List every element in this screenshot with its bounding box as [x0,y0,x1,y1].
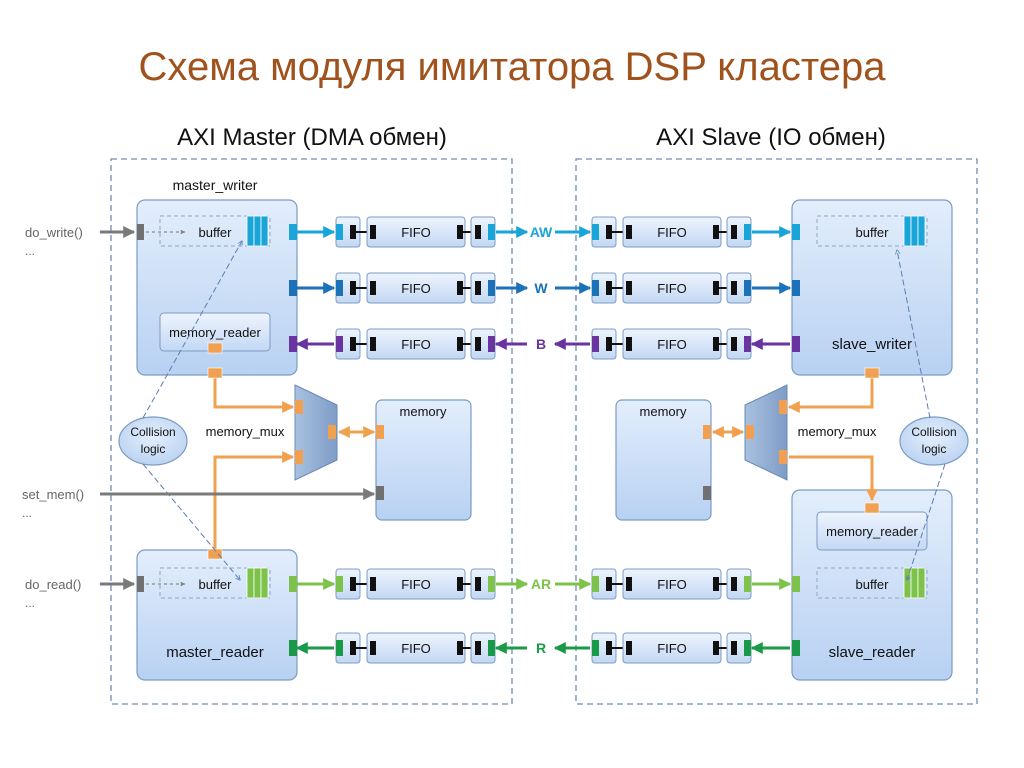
master-section-heading: AXI Master (DMA обмен) [177,124,447,151]
slave-memory-block [615,399,712,521]
master-section-frame [110,158,513,705]
slave-reader-buffer-cells [903,567,926,599]
master-memory-links [213,378,376,549]
fifo-label: FIFO [657,281,687,296]
slave-memory-label: memory [640,404,687,419]
slave-writer-label: slave_writer [832,336,912,353]
do-read-call: do_read() [25,577,81,592]
slave-writer-buffer-cells [903,215,926,247]
master-fifo-4: FIFO [335,632,496,664]
master-reader-buffer-cells [246,567,269,599]
channel-b: FIFO FIFO B [289,328,800,360]
fifo-label: FIFO [401,225,431,240]
do-write-call: do_write() [25,225,83,240]
slave-port-ar [792,576,800,592]
slave-port-b [792,336,800,352]
slave-fifo-1: FIFO [591,272,752,304]
slave-memory-links [711,378,878,502]
slave-section-frame [575,158,978,705]
slave-reader-label: slave_reader [829,644,916,661]
master-collision-label-2: logic [141,442,166,456]
slave-writer-buffer-label: buffer [855,225,889,240]
master-fifo-1: FIFO [335,272,496,304]
master-port-b [289,336,297,352]
channel-w: FIFO FIFO W [289,272,800,304]
master-port-w [289,280,297,296]
fifo-label: FIFO [401,577,431,592]
master-fifo-0: FIFO [335,216,496,248]
master-writer-buffer-cells [246,215,269,247]
channel-label-b: B [536,336,546,352]
fifo-label: FIFO [657,577,687,592]
master-reader-call-port [137,576,144,592]
slave-reader-buffer-label: buffer [855,577,889,592]
slave-fifo-3: FIFO [591,568,752,600]
fifo-label: FIFO [657,337,687,352]
set-mem-ellipsis: ... [22,506,32,520]
fifo-label: FIFO [401,281,431,296]
slave-memory-mux [744,384,788,481]
channel-label-r: R [536,640,546,656]
slave-section-heading: AXI Slave (IO обмен) [656,124,886,151]
channel-r: FIFO FIFO R [289,632,800,664]
master-reader-label: master_reader [166,644,264,661]
master-fifo-3: FIFO [335,568,496,600]
master-port-ar [289,576,297,592]
master-memory-mux-label: memory_mux [206,424,285,439]
master-reader-buffer-label: buffer [198,577,232,592]
master-writer-buffer-label: buffer [198,225,232,240]
master-fifo-2: FIFO [335,328,496,360]
slide-title: Схема модуля имитатора DSP кластера [139,45,887,89]
set-mem-call: set_mem() [22,487,84,502]
slave-collision-label-2: logic [922,442,947,456]
master-memory-label: memory [400,404,447,419]
master-memory-mux [294,384,338,481]
slave-fifo-2: FIFO [591,328,752,360]
do-read-ellipsis: ... [25,596,35,610]
master-port-r [289,640,297,656]
channel-label-ar: AR [531,576,551,592]
do-write-ellipsis: ... [25,244,35,258]
master-writer-label: master_writer [173,177,258,193]
slave-memory-reader-label: memory_reader [826,524,918,539]
master-port-aw [289,224,297,240]
slave-collision-label-1: Collision [911,425,956,439]
channel-aw: FIFO FIFO AW [289,216,800,248]
channel-ar: FIFO FIFO AR [289,568,800,600]
fifo-label: FIFO [401,337,431,352]
slave-port-r [792,640,800,656]
slave-collision-logic [899,416,969,466]
master-collision-label-1: Collision [130,425,175,439]
channel-label-aw: AW [530,224,553,240]
master-memory-block [375,399,472,521]
fifo-label: FIFO [657,641,687,656]
slave-memory-mux-label: memory_mux [798,424,877,439]
channel-label-w: W [534,280,548,296]
memory-reader-label: memory_reader [169,325,261,340]
master-collision-logic [118,416,188,466]
slave-fifo-4: FIFO [591,632,752,664]
slave-port-w [792,280,800,296]
fifo-label: FIFO [657,225,687,240]
slave-port-aw [792,224,800,240]
master-writer-call-port [137,224,144,240]
fifo-label: FIFO [401,641,431,656]
slave-fifo-0: FIFO [591,216,752,248]
